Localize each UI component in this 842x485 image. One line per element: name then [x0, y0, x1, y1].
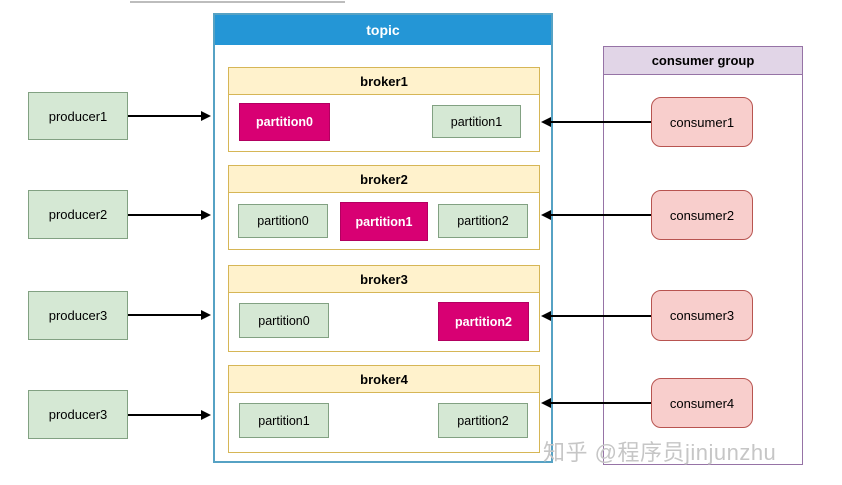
- broker-header: broker4: [229, 366, 539, 393]
- topic-header: topic: [215, 15, 551, 45]
- partition-label: partition2: [457, 214, 509, 228]
- consumer-node: consumer3: [651, 290, 753, 341]
- arrow-consumer3-to-broker3: [551, 315, 651, 317]
- partition-node: partition0: [239, 303, 329, 338]
- partition-label: partition1: [450, 114, 503, 129]
- broker-header: broker2: [229, 166, 539, 193]
- producer-label: producer3: [48, 407, 108, 422]
- broker-header: broker3: [229, 266, 539, 293]
- arrow-producer3-to-topic: [128, 314, 201, 316]
- consumer-label: consumer1: [669, 114, 735, 130]
- broker-title: broker4: [360, 371, 408, 387]
- partition-label: partition2: [457, 413, 509, 428]
- producer-node: producer1: [28, 92, 128, 140]
- arrowhead-icon: [541, 311, 551, 321]
- stray-top-line: [130, 1, 345, 3]
- producer-label: producer1: [48, 108, 108, 124]
- partition-node: partition2: [438, 204, 528, 238]
- partition-label: partition1: [355, 214, 413, 229]
- producer-node: producer3: [28, 291, 128, 340]
- broker-title: broker1: [360, 73, 408, 89]
- arrowhead-icon: [201, 111, 211, 121]
- consumer-node: consumer4: [651, 378, 753, 428]
- partition-node-leader: partition0: [239, 103, 330, 141]
- producer-label: producer2: [48, 207, 108, 222]
- producer-label: producer3: [48, 308, 108, 323]
- arrow-consumer1-to-broker1: [551, 121, 651, 123]
- producer-node: producer2: [28, 190, 128, 239]
- arrowhead-icon: [541, 398, 551, 408]
- partition-node: partition1: [239, 403, 329, 438]
- broker-header: broker1: [229, 68, 539, 95]
- partition-label: partition0: [256, 115, 313, 129]
- consumer-label: consumer2: [669, 207, 735, 223]
- partition-node: partition2: [438, 403, 528, 438]
- arrow-producer2-to-topic: [128, 214, 201, 216]
- partition-label: partition0: [257, 214, 309, 228]
- partition-label: partition1: [258, 413, 310, 428]
- topic-title: topic: [366, 22, 400, 38]
- arrowhead-icon: [201, 210, 211, 220]
- partition-label: partition2: [455, 314, 512, 329]
- producer-node: producer3: [28, 390, 128, 439]
- partition-node-leader: partition1: [340, 202, 428, 241]
- arrowhead-icon: [541, 210, 551, 220]
- broker-title: broker3: [360, 271, 408, 287]
- consumer-node: consumer1: [651, 97, 753, 147]
- arrow-producer4-to-topic: [128, 414, 201, 416]
- broker-title: broker2: [360, 171, 408, 187]
- consumer-group-title: consumer group: [651, 53, 755, 68]
- partition-label: partition0: [258, 313, 310, 328]
- watermark-text: 知乎 @程序员jinjunzhu: [543, 440, 777, 465]
- arrowhead-icon: [201, 310, 211, 320]
- arrow-consumer2-to-broker2: [551, 214, 651, 216]
- consumer-group-header: consumer group: [604, 47, 802, 75]
- arrow-consumer4-to-broker4: [551, 402, 651, 404]
- partition-node: partition1: [432, 105, 521, 138]
- consumer-label: consumer4: [669, 395, 735, 411]
- partition-node-leader: partition2: [438, 302, 529, 341]
- arrowhead-icon: [541, 117, 551, 127]
- consumer-node: consumer2: [651, 190, 753, 240]
- arrowhead-icon: [201, 410, 211, 420]
- consumer-label: consumer3: [669, 308, 735, 323]
- arrow-producer1-to-topic: [128, 115, 201, 117]
- partition-node: partition0: [238, 204, 328, 238]
